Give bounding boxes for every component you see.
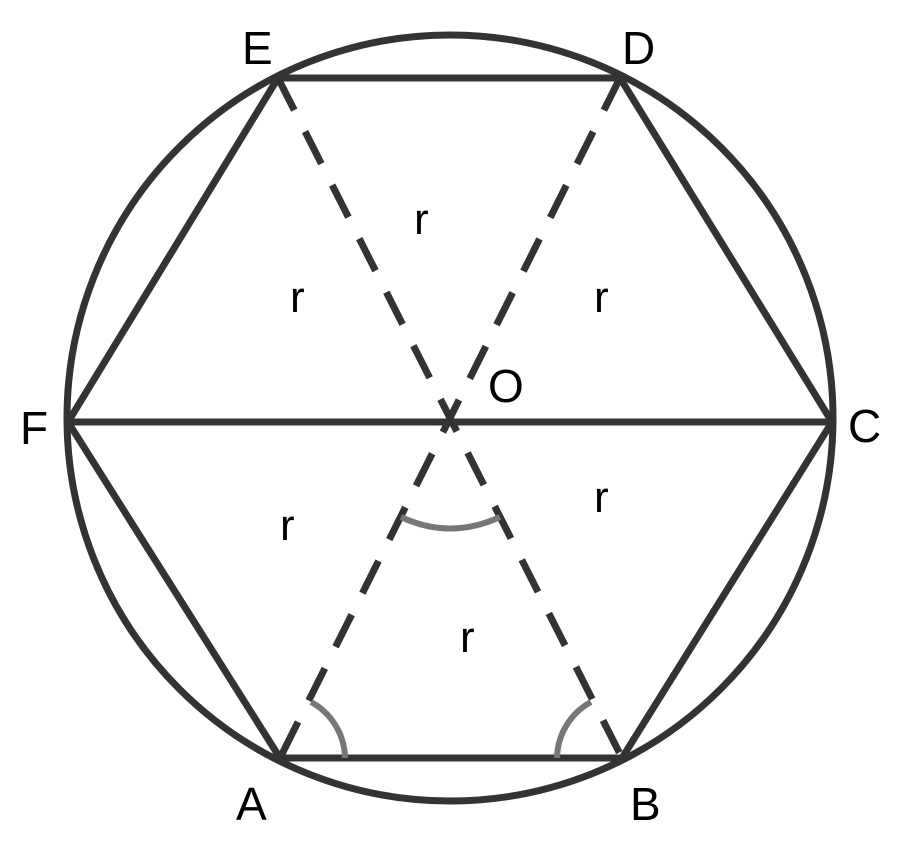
radius-label: r	[594, 473, 609, 522]
side-CD	[617, 76, 835, 424]
radius-label: r	[460, 613, 475, 662]
angle-mark-OBA	[554, 699, 593, 759]
angle-mark-OAB	[309, 699, 348, 759]
side-FA	[65, 420, 283, 760]
side-EF	[65, 76, 281, 424]
vertex-label-D: D	[622, 22, 655, 74]
vertex-label-F: F	[20, 402, 48, 454]
side-BC	[619, 420, 835, 760]
vertex-label-B: B	[630, 778, 661, 830]
angle-mark-AOB	[399, 514, 502, 532]
vertex-label-C: C	[848, 400, 881, 452]
radius-label: r	[414, 195, 429, 244]
radius-label: r	[280, 501, 295, 550]
vertex-label-A: A	[236, 778, 267, 830]
radius-label: r	[290, 273, 305, 322]
radius-label: r	[594, 273, 609, 322]
vertex-label-E: E	[242, 22, 273, 74]
center-label-O: O	[488, 360, 524, 412]
dashed-DA	[276, 76, 624, 760]
